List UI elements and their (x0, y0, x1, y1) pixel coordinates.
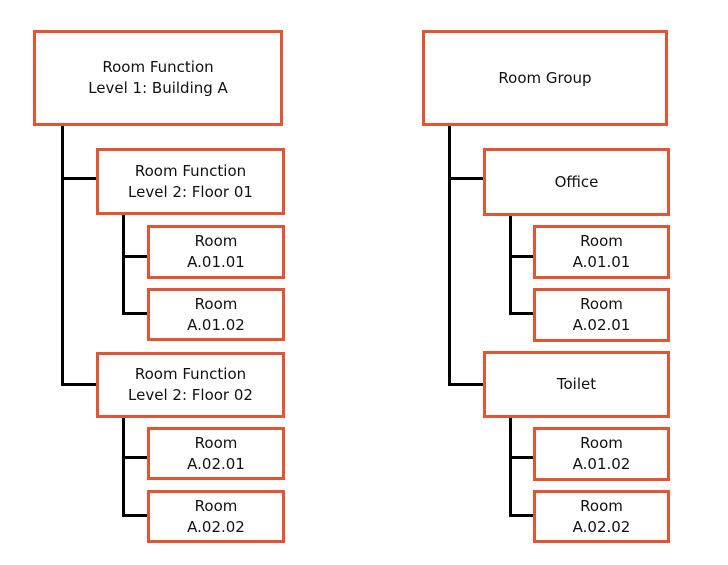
node-label: Room A.02.02 (187, 496, 245, 538)
tree-node-room-a-02-02: Room A.02.02 (147, 490, 285, 543)
node-label-line: Room Function (134, 161, 247, 180)
tree-node-room-function-level-2-floor-02: Room Function Level 2: Floor 02 (96, 352, 285, 418)
tree-node-room-group: Room Group (422, 30, 668, 126)
connector-line (509, 216, 512, 315)
node-label: Room A.01.01 (187, 231, 245, 273)
node-label-line: Room (580, 496, 623, 515)
node-label-line: A.02.01 (572, 316, 631, 334)
node-label: Room A.01.01 (573, 231, 631, 273)
node-label: Room A.02.02 (573, 496, 631, 538)
node-label: Room A.02.01 (187, 433, 245, 475)
node-label-line: Room (580, 232, 623, 250)
node-label-line: Room Function (134, 365, 247, 383)
connector-line (509, 418, 512, 517)
node-label-line: A.02.01 (187, 454, 245, 473)
connector-line (448, 125, 451, 386)
tree-node-room-a-01-02-group: Room A.01.02 (533, 427, 670, 481)
connector-line (448, 383, 483, 386)
node-label: Office (555, 172, 599, 193)
node-label-line: A.02.02 (187, 517, 245, 536)
node-label-line: Room (194, 232, 238, 250)
tree-node-room-a-01-01: Room A.01.01 (147, 225, 285, 279)
connector-line (122, 456, 147, 459)
tree-node-toilet: Toilet (483, 351, 670, 418)
node-label-line: Office (554, 172, 599, 191)
node-label: Room Function Level 2: Floor 02 (128, 364, 253, 406)
node-label: Room Group (498, 68, 591, 89)
connector-line (61, 125, 64, 386)
tree-node-office: Office (483, 148, 670, 216)
tree-node-room-a-01-02: Room A.01.02 (147, 288, 285, 341)
node-label-line: A.01.02 (572, 455, 631, 473)
connector-line (509, 514, 533, 517)
tree-node-room-a-01-01-group: Room A.01.01 (533, 225, 670, 279)
node-label-line: A.01.01 (187, 253, 245, 271)
node-label-line: Toilet (556, 375, 597, 393)
node-label: Toilet (557, 374, 596, 395)
connector-line (509, 312, 533, 315)
connector-line (448, 177, 483, 180)
tree-node-room-a-02-02-group: Room A.02.02 (533, 490, 670, 543)
connector-line (122, 215, 125, 315)
node-label-line: Level 1: Building A (88, 79, 228, 97)
node-label-line: Room (580, 295, 623, 313)
node-label-line: Room Group (498, 68, 592, 87)
node-label-line: Room (194, 433, 238, 452)
node-label: Room Function Level 2: Floor 01 (128, 161, 253, 203)
node-label-line: Room (194, 294, 238, 313)
connector-line (122, 312, 147, 315)
node-label: Room A.01.02 (187, 294, 245, 336)
node-label-line: Room (194, 496, 238, 515)
tree-node-room-a-02-01-group: Room A.02.01 (533, 288, 670, 342)
connector-line (509, 255, 533, 258)
node-label-line: A.02.02 (572, 517, 631, 536)
node-label: Room A.01.02 (573, 433, 631, 475)
connector-line (61, 177, 96, 180)
node-label-line: A.01.01 (572, 253, 631, 271)
tree-node-room-function-level-1-building-a: Room Function Level 1: Building A (33, 30, 283, 126)
node-label-line: A.01.02 (187, 315, 245, 334)
tree-node-room-function-level-2-floor-01: Room Function Level 2: Floor 01 (96, 148, 285, 215)
connector-line (122, 255, 147, 258)
connector-line (122, 418, 125, 517)
node-label-line: Room (580, 434, 623, 452)
node-label-line: Level 2: Floor 01 (128, 182, 253, 201)
node-label-line: Level 2: Floor 02 (128, 386, 253, 404)
connector-line (61, 383, 96, 386)
connector-line (509, 456, 533, 459)
connector-line (122, 514, 147, 517)
tree-node-room-a-02-01: Room A.02.01 (147, 427, 285, 480)
node-label-line: Room Function (102, 58, 214, 76)
node-label: Room Function Level 1: Building A (88, 57, 228, 99)
node-label: Room A.02.01 (573, 294, 631, 336)
